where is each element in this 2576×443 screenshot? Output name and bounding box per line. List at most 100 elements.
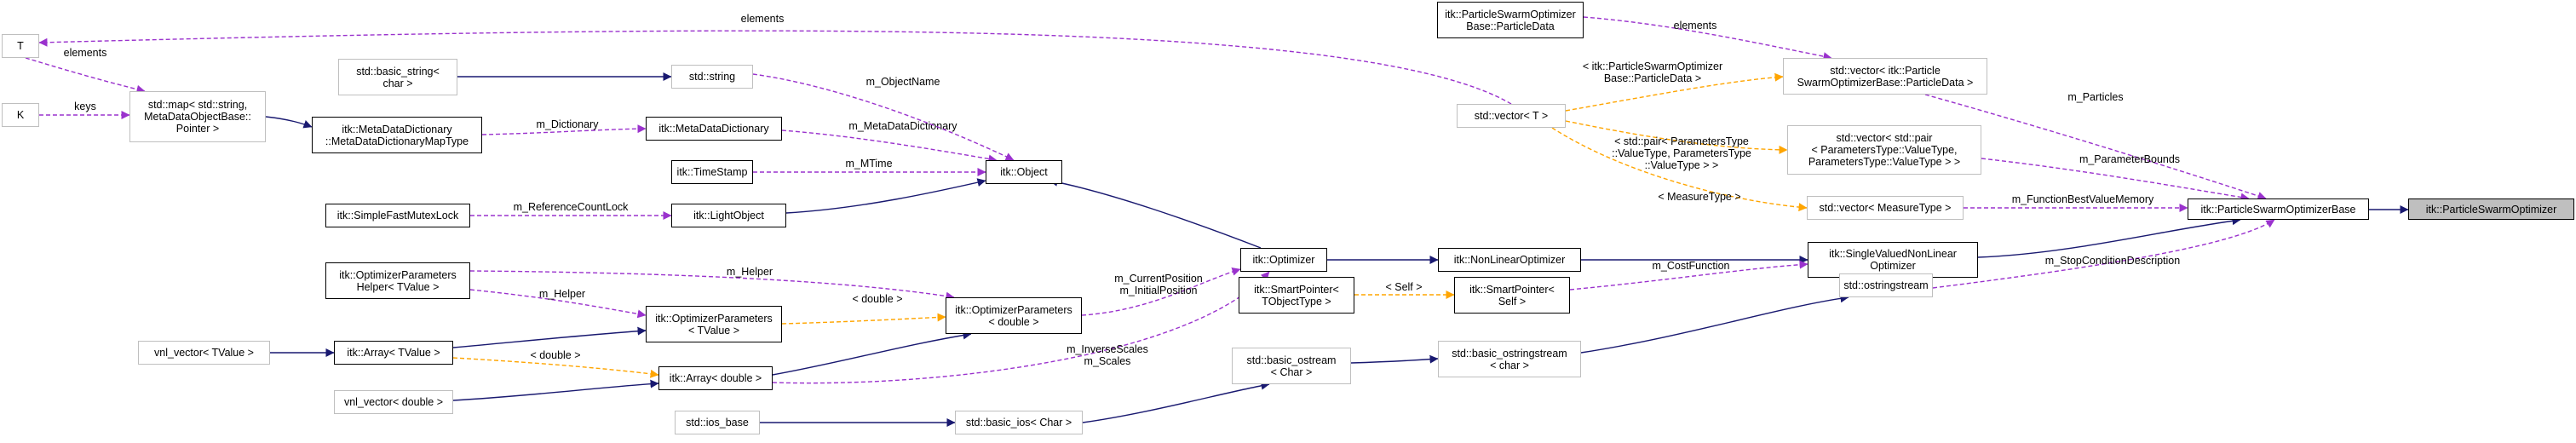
edge-inheritance-bios-to-bos (1082, 381, 1270, 423)
edge-label: m_ReferenceCountLock (514, 201, 630, 213)
edge-usage-arrd-to-opt (772, 271, 1270, 384)
edge-label: elements (1674, 20, 1717, 32)
edge-label: < std::pair< ParametersType (1614, 135, 1749, 147)
edge-template-vecT-to-vecpd (1565, 72, 1784, 112)
edge-label: m_InitialPosition (1119, 285, 1197, 296)
edge-label: < MeasureType > (1658, 191, 1740, 203)
node-particle-swarm-optimizer-base[interactable]: itk::ParticleSwarmOptimizerBase (2188, 198, 2369, 220)
node-label-line: itk::ParticleSwarmOptimizerBase (2200, 203, 2356, 216)
node-label-line: Helper< TValue > (356, 280, 440, 293)
edge-inheritance-svnlo-to-psob (1977, 216, 2241, 258)
edge-label: ::ValueType > > (1645, 159, 1719, 171)
edge-inheritance-vvd-to-arrd (452, 379, 659, 401)
node-label-line: MetaDataObjectBase:: (144, 111, 251, 123)
edge-label: m_FunctionBestValueMemory (2012, 193, 2154, 205)
edge-label: m_CostFunction (1652, 260, 1729, 272)
edge-label: elements (741, 13, 785, 25)
node-ios-base: std::ios_base (675, 411, 760, 434)
node-simple-fast-mutex-lock[interactable]: itk::SimpleFastMutexLock (325, 204, 470, 227)
node-basic-ios: std::basic_ios< Char > (955, 411, 1083, 434)
node-non-linear-optimizer[interactable]: itk::NonLinearOptimizer (1438, 248, 1581, 272)
node-vnl-vector-tvalue: vnl_vector< TValue > (138, 341, 270, 365)
node-label-line: TObjectType > (1262, 295, 1331, 308)
edge-usage-oss-to-psob (1932, 219, 2275, 289)
edge-label: Base::ParticleData > (1604, 72, 1701, 84)
node-label-line: itk::SingleValuedNonLinear (1829, 248, 1957, 260)
node-label-line: T (17, 40, 24, 52)
node-smart-pointer-self[interactable]: itk::SmartPointer<Self > (1454, 277, 1570, 314)
node-label-line: itk::MetaDataDictionary (658, 123, 769, 135)
edge-inheritance-bos-to-boss (1350, 354, 1439, 364)
node-smart-pointer-tobjecttype[interactable]: itk::SmartPointer<TObjectType > (1239, 277, 1354, 314)
node-label-line: itk::Object (1000, 166, 1048, 178)
node-label-line: std::vector< MeasureType > (1819, 202, 1952, 214)
node-label-line: itk::MetaDataDictionary (342, 123, 452, 135)
node-label-line: char > (382, 77, 413, 89)
node-label-line: itk::OptimizerParameters (655, 312, 773, 325)
node-label-line: std::basic_ostringstream (1452, 347, 1567, 360)
edge-label: m_Scales (1084, 355, 1131, 367)
node-array-tvalue[interactable]: itk::Array< TValue > (334, 341, 453, 365)
edge-label: < Self > (1385, 281, 1422, 293)
node-label-line: Pointer > (175, 123, 220, 135)
node-label-line: std::ostringstream (1843, 279, 1929, 291)
edge-label: < double > (530, 349, 580, 361)
node-ostringstream: std::ostringstream (1839, 273, 1933, 297)
edge-usage-T-to-map (25, 57, 146, 94)
edge-usage-mdd-to-obj (781, 129, 998, 164)
node-basic-ostringstream: std::basic_ostringstream< char > (1438, 341, 1581, 377)
node-label-line: < char > (1490, 359, 1529, 371)
edge-label: m_StopConditionDescription (2045, 255, 2180, 267)
node-label-line: Optimizer (1870, 260, 1916, 272)
node-basic-ostream: std::basic_ostream< Char > (1232, 348, 1351, 384)
node-optimizer-parameters-tvalue[interactable]: itk::OptimizerParameters< TValue > (646, 306, 782, 342)
edge-usage-spS-to-svnlo (1569, 260, 1808, 291)
node-optimizer[interactable]: itk::Optimizer (1240, 248, 1327, 272)
edge-label: < double > (852, 293, 902, 305)
edge-label: m_MetaDataDictionary (848, 120, 957, 132)
edge-template-arrT-to-arrd (452, 357, 659, 378)
node-particle-swarm-optimizer[interactable]: itk::ParticleSwarmOptimizer (2408, 198, 2574, 220)
edge-label: m_ParameterBounds (2079, 153, 2180, 165)
edge-label: m_MTime (845, 158, 892, 170)
edge-template-vecT-to-vecpair (1565, 120, 1788, 154)
node-array-double[interactable]: itk::Array< double > (658, 366, 773, 390)
node-label-line: itk::SmartPointer< (1254, 283, 1339, 296)
node-std-map: std::map< std::string,MetaDataObjectBase… (129, 91, 266, 142)
edge-usage-vecpair-to-psob (1981, 158, 2250, 202)
node-meta-data-dictionary-map-type[interactable]: itk::MetaDataDictionary::MetaDataDiction… (312, 117, 482, 153)
edge-label: elements (64, 47, 107, 59)
node-optimizer-parameters-double[interactable]: itk::OptimizerParameters< double > (946, 297, 1082, 334)
edge-inheritance-arrd-to-opd (772, 331, 972, 376)
edge-label: < itk::ParticleSwarmOptimizer (1583, 60, 1722, 72)
node-label-line: itk::OptimizerParameters (339, 268, 457, 281)
node-label-line: ::MetaDataDictionaryMapType (325, 135, 469, 147)
node-label-line: vnl_vector< TValue > (154, 347, 254, 359)
edge-label: m_Helper (727, 266, 773, 278)
node-object[interactable]: itk::Object (986, 160, 1062, 184)
edge-inheritance-boss-to-oss (1580, 294, 1849, 354)
node-label-line: itk::Array< double > (669, 372, 762, 384)
node-label-line: itk::ParticleSwarmOptimizer (1445, 8, 1576, 20)
edge-label: m_Dictionary (537, 118, 600, 130)
edge-inheritance-arrT-to-opT (452, 326, 647, 348)
node-label-line: < double > (988, 315, 1039, 328)
edge-label: m_InverseScales (1067, 343, 1148, 355)
node-label-line: itk::LightObject (693, 210, 764, 222)
node-light-object[interactable]: itk::LightObject (671, 204, 786, 227)
node-label-line: std::ios_base (686, 417, 749, 429)
edge-template-opT-to-opd (781, 313, 946, 325)
edge-label: keys (74, 101, 96, 112)
node-label-line: Self > (1498, 295, 1527, 308)
node-label-line: < Char > (1270, 365, 1313, 378)
node-meta-data-dictionary[interactable]: itk::MetaDataDictionary (646, 117, 782, 141)
edge-label: m_Helper (539, 288, 585, 300)
node-time-stamp[interactable]: itk::TimeStamp (671, 160, 753, 184)
node-basic-string-char: std::basic_string<char > (338, 59, 457, 95)
edge-usage-T-to-vecT (38, 30, 1512, 105)
